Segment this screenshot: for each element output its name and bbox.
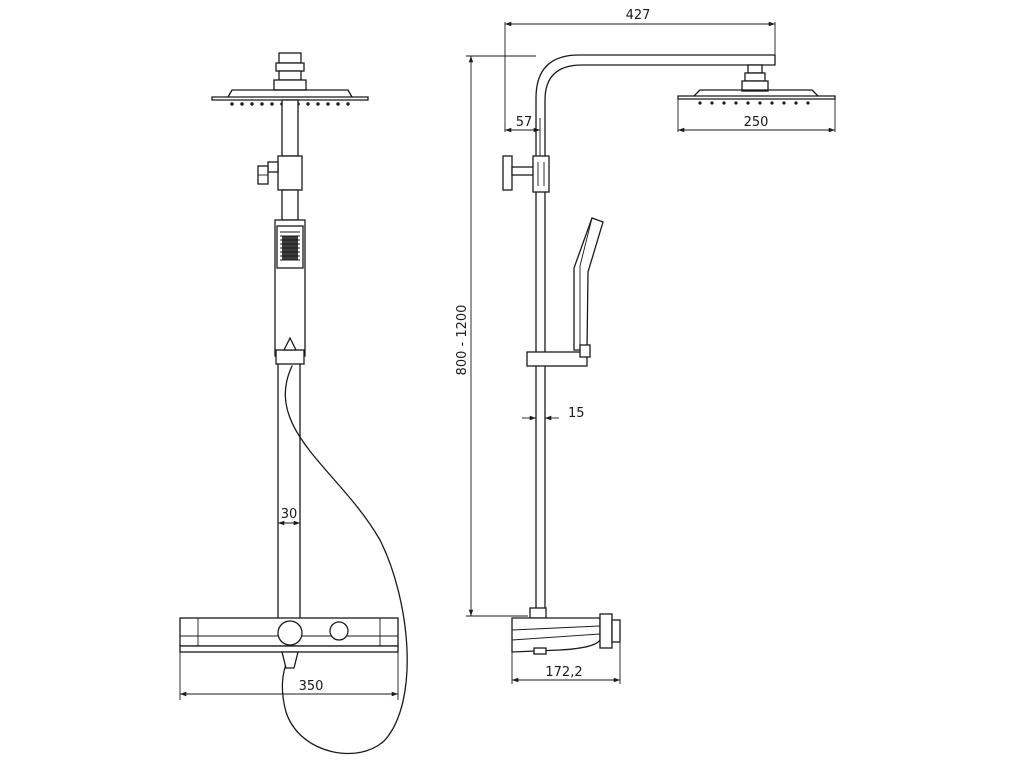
side-shower-arm: [535, 54, 776, 157]
side-hand-shower: [573, 217, 604, 351]
dim-mixer-depth: 172,2: [511, 665, 620, 683]
front-upper-riser: [281, 99, 299, 157]
dim-wall-offset-label: 57: [516, 115, 533, 130]
side-wall-bracket: [502, 155, 550, 193]
dim-height-range-label: 800 - 1200: [455, 305, 470, 376]
dim-rail-front-label: 30: [281, 507, 298, 522]
front-shower-hose: [281, 365, 408, 755]
front-thermostatic-mixer: [179, 617, 399, 700]
dim-head-diameter: 250: [678, 115, 835, 133]
side-slide-rail: [535, 191, 546, 613]
front-shower-head: [211, 52, 369, 106]
dim-mixer-depth-label: 172,2: [545, 665, 582, 680]
dim-rail-side-label: 15: [568, 406, 585, 421]
front-view: 30 350: [179, 52, 408, 755]
front-hand-shower: [274, 219, 306, 357]
side-hand-shower-holder: [526, 344, 591, 367]
dim-height-range: 800 - 1200: [455, 55, 536, 617]
dim-mixer-width: 350: [180, 679, 398, 697]
dim-rail-side: 15: [522, 406, 585, 421]
front-hand-shower-holder: [275, 336, 305, 365]
dim-total-width: 427: [504, 8, 776, 132]
dim-wall-offset: 57: [505, 115, 541, 156]
dim-rail-front: 30: [278, 507, 300, 526]
side-thermostatic-mixer: [511, 607, 621, 684]
dim-head-diameter-label: 250: [744, 115, 769, 130]
side-view: 250 427 57: [455, 8, 836, 684]
dim-mixer-width-label: 350: [299, 679, 324, 694]
front-lower-rail: [277, 363, 301, 619]
dim-total-width-label: 427: [626, 8, 651, 23]
side-shower-head: [677, 64, 836, 132]
front-height-clamp: [257, 155, 303, 191]
